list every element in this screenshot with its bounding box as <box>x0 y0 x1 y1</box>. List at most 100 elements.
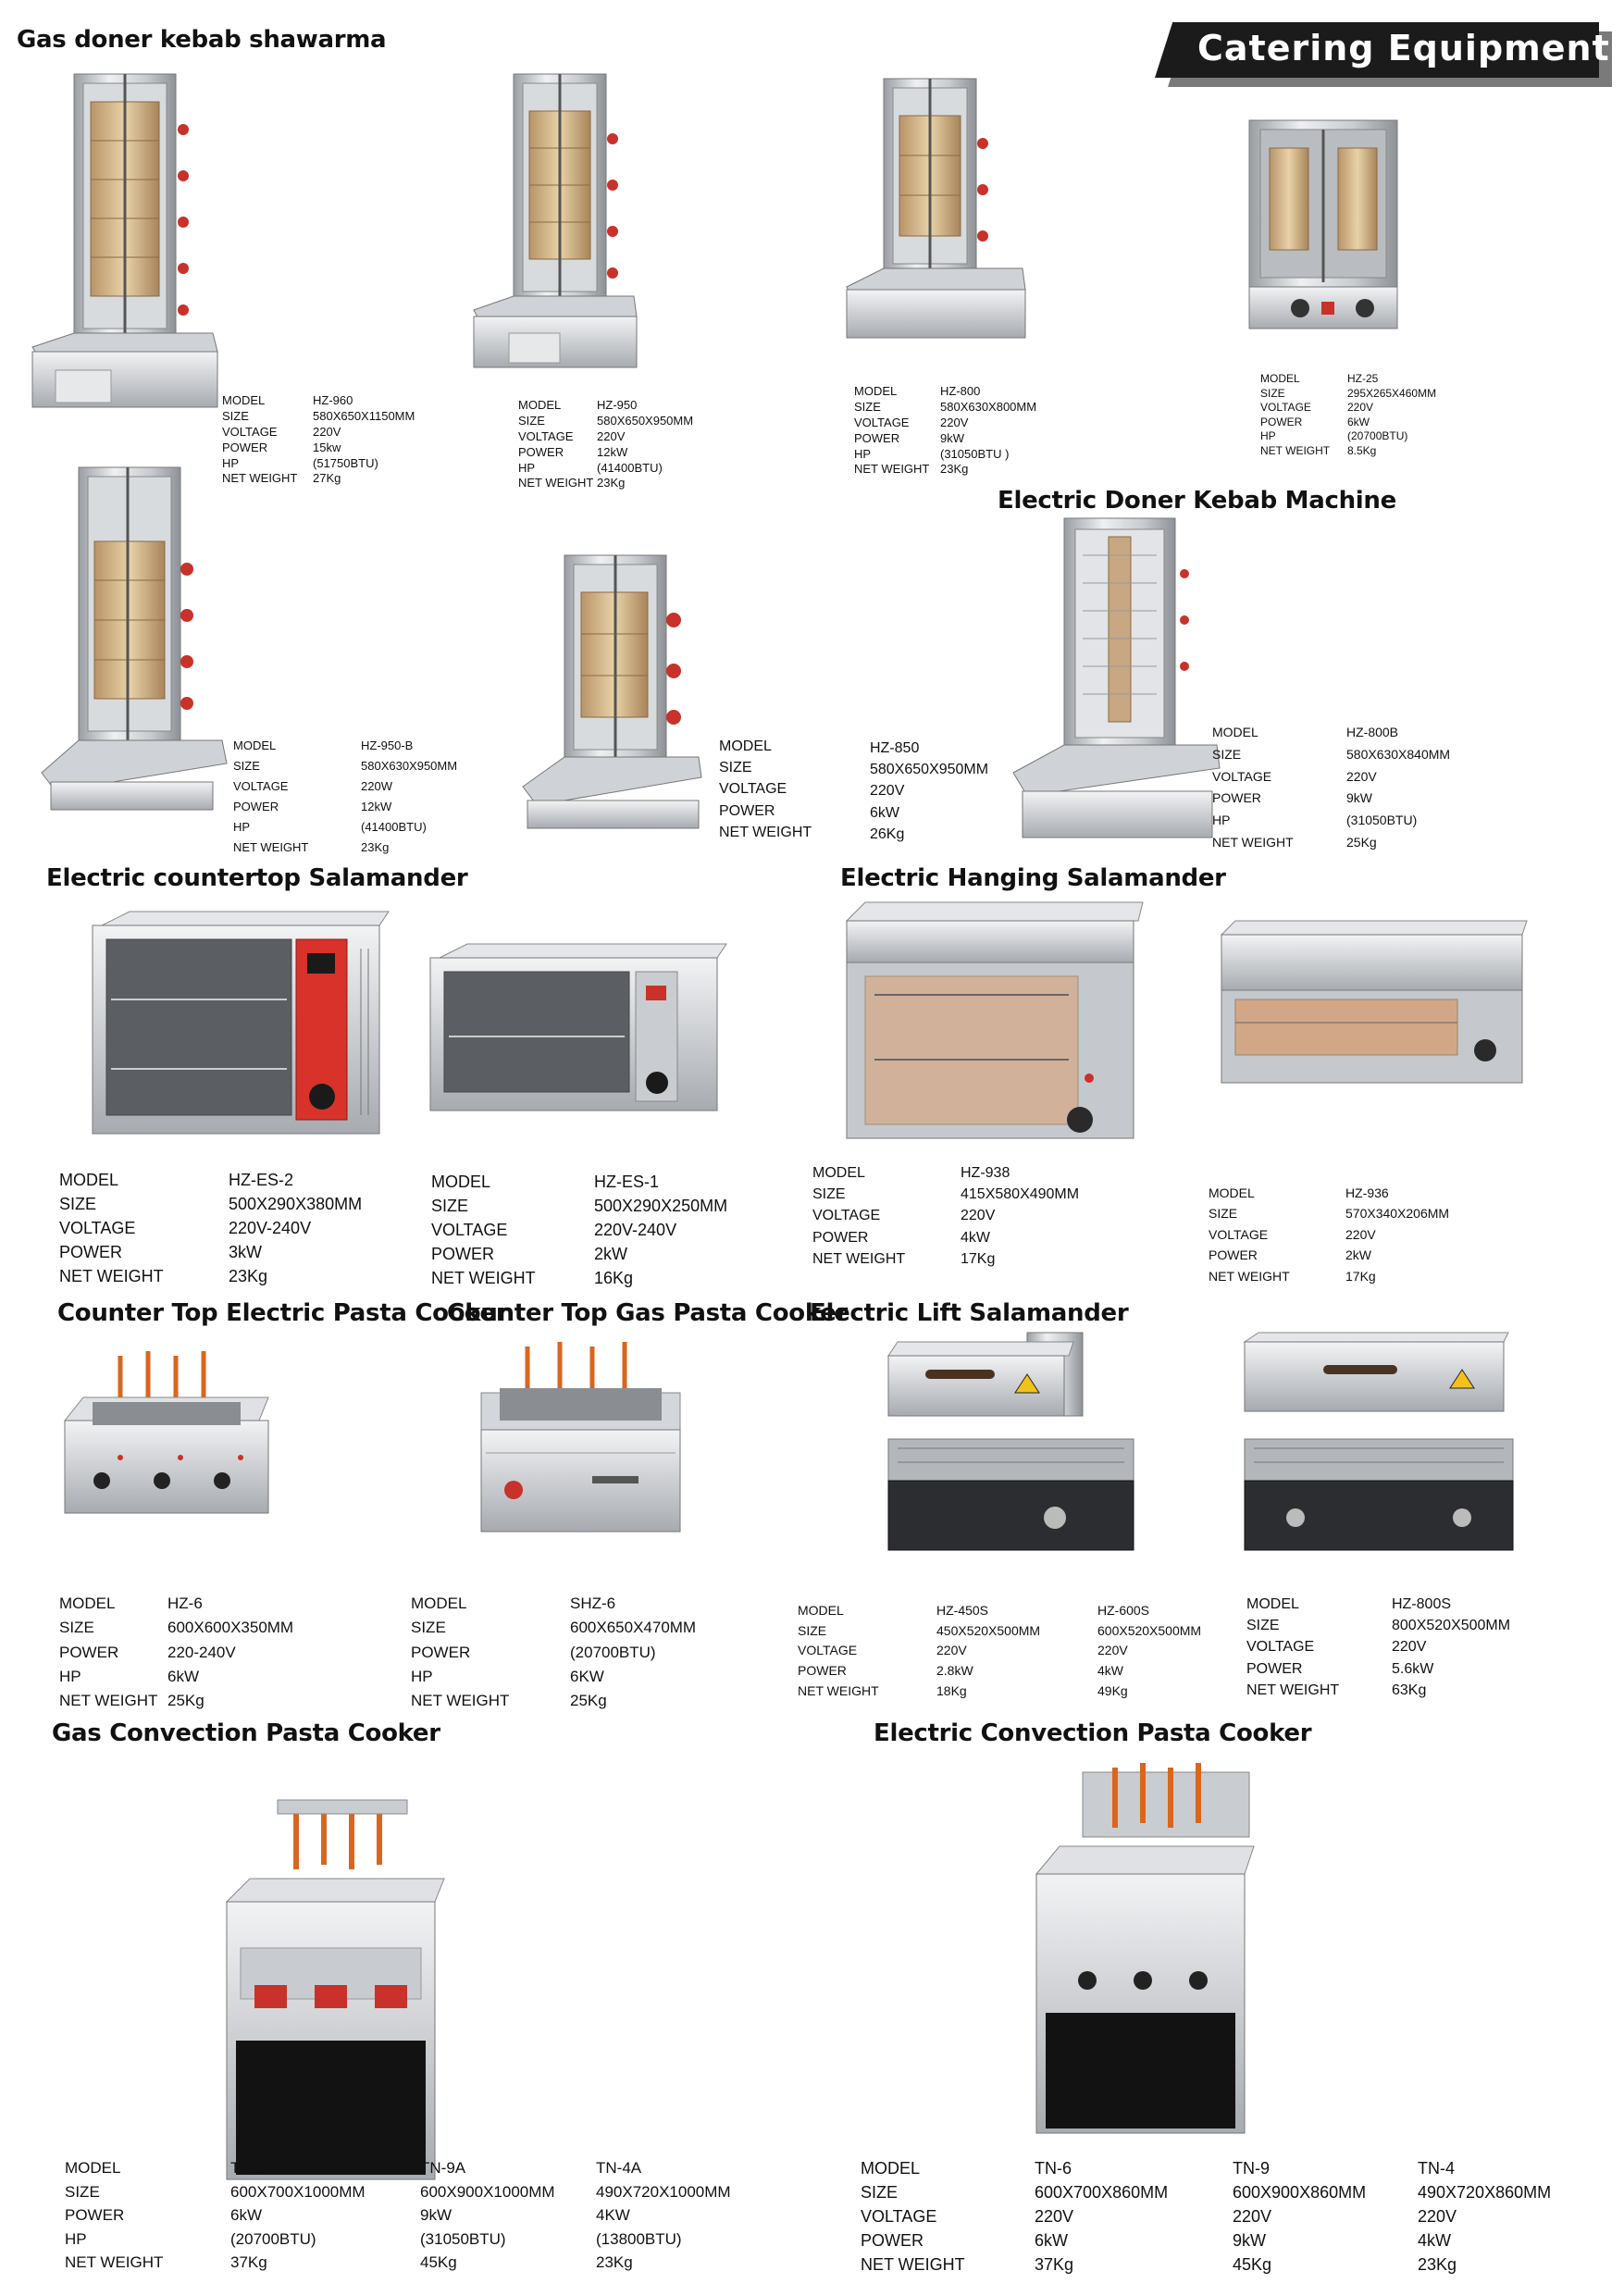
spec-label: SIZE <box>233 759 260 774</box>
spec-value: 9kW <box>1346 790 1372 806</box>
spec-label: NET WEIGHT <box>798 1682 879 1698</box>
spec-label: MODEL <box>411 1595 467 1612</box>
spec-value: 220V <box>961 1208 996 1224</box>
spec-value: 4kW <box>1097 1663 1123 1679</box>
spec-value: 23Kg <box>361 840 390 855</box>
section-title-gas-convection: Gas Convection Pasta Cooker <box>52 1719 440 1747</box>
spec-value: SHZ-6 <box>570 1595 616 1612</box>
spec-label: POWER <box>222 440 268 454</box>
spec-label: MODEL <box>812 1165 865 1181</box>
spec-value: 570X340X206MM <box>1345 1206 1450 1222</box>
spec-value: 600X700X1000MM <box>230 2182 366 2201</box>
spec-value: 27Kg <box>313 471 341 486</box>
spec-label: HP <box>65 2229 87 2248</box>
spec-value: 220V <box>1035 2207 1074 2227</box>
spec-value: 490X720X860MM <box>1418 2183 1552 2203</box>
spec-value: (31050BTU) <box>1346 813 1418 828</box>
spec-value: (31050BTU ) <box>940 446 1010 461</box>
hz-es-1-image <box>429 943 727 1111</box>
spec-value: TN-9 <box>1233 2159 1270 2178</box>
spec-label: SIZE <box>861 2183 899 2203</box>
spec-value: (41400BTU) <box>361 820 427 835</box>
spec-label: SIZE <box>812 1186 846 1203</box>
spec-label: POWER <box>411 1643 471 1661</box>
spec-label: HP <box>1212 813 1231 828</box>
spec-label: MODEL <box>65 2159 121 2177</box>
spec-value: 23Kg <box>229 1267 268 1286</box>
spec-label: VOLTAGE <box>1212 768 1272 784</box>
spec-label: MODEL <box>222 393 266 407</box>
spec-value: 220V <box>1346 768 1377 784</box>
section-title-gas-pasta: Counter Top Gas Pasta Cooker <box>447 1299 848 1327</box>
spec-value: 220V <box>1347 401 1374 415</box>
spec-label: NET WEIGHT <box>59 1692 158 1710</box>
spec-label: VOLTAGE <box>719 781 787 798</box>
spec-value: HZ-960 <box>313 393 353 407</box>
hz-850-gas-image <box>522 554 702 829</box>
section-title-electric-convection: Electric Convection Pasta Cooker <box>874 1719 1312 1747</box>
spec-value: 17Kg <box>1345 1268 1376 1284</box>
spec-value: 6kW <box>1035 2231 1068 2251</box>
section-title-hanging-salamander: Electric Hanging Salamander <box>840 864 1226 892</box>
spec-label: POWER <box>59 1243 123 1262</box>
hz-800-image <box>846 78 1026 339</box>
spec-label: POWER <box>65 2206 125 2224</box>
spec-label: SIZE <box>65 2182 100 2201</box>
spec-value: (51750BTU) <box>313 455 378 470</box>
spec-value: HZ-950-B <box>361 738 414 752</box>
page-title: Catering Equipment <box>1197 28 1610 68</box>
spec-label: MODEL <box>59 1595 116 1612</box>
spec-label: HP <box>222 455 240 470</box>
hz-450s-image <box>887 1332 1134 1551</box>
spec-value: 5.6kW <box>1392 1660 1434 1677</box>
spec-value: 49Kg <box>1097 1682 1128 1698</box>
spec-label: SIZE <box>59 1195 97 1214</box>
spec-label: SIZE <box>1246 1618 1280 1634</box>
spec-label: POWER <box>719 802 775 819</box>
spec-value: 15kw <box>313 440 341 454</box>
spec-value: 415X580X490MM <box>961 1186 1080 1203</box>
spec-label: POWER <box>431 1245 495 1264</box>
spec-label: SIZE <box>1260 386 1285 400</box>
spec-value: 6KW <box>570 1668 604 1686</box>
spec-value: HZ-25 <box>1347 372 1379 385</box>
spec-value: 220-240V <box>167 1643 236 1661</box>
spec-value: HZ-800S <box>1392 1596 1452 1612</box>
spec-value: 500X290X380MM <box>229 1195 363 1214</box>
spec-value: 2.8kW <box>936 1663 973 1679</box>
spec-value: 600X900X860MM <box>1233 2183 1367 2203</box>
spec-label: HP <box>1260 429 1276 443</box>
hz-950-b-image <box>41 466 228 811</box>
spec-label: NET WEIGHT <box>1212 834 1294 850</box>
hz-6-image <box>63 1351 269 1514</box>
spec-label: VOLTAGE <box>812 1208 881 1224</box>
spec-value: 23Kg <box>940 462 969 477</box>
spec-value: 580X630X800MM <box>940 399 1037 414</box>
spec-value: 23Kg <box>1418 2255 1457 2275</box>
hz-800s-image <box>1243 1332 1514 1551</box>
spec-label: VOLTAGE <box>431 1221 508 1240</box>
spec-value: HZ-938 <box>961 1165 1010 1181</box>
spec-label: SIZE <box>854 399 881 414</box>
spec-label: MODEL <box>719 738 772 754</box>
spec-value: 580X630X950MM <box>361 759 458 774</box>
spec-value: 2kW <box>594 1245 627 1264</box>
spec-value: 220V <box>870 783 905 800</box>
spec-value: 3kW <box>229 1243 262 1262</box>
spec-value: 600X700X860MM <box>1035 2183 1169 2203</box>
spec-label: VOLTAGE <box>1260 401 1311 415</box>
spec-value: 6kW <box>1347 415 1370 428</box>
hz-938-image <box>845 901 1144 1139</box>
spec-value: 220W <box>361 779 392 794</box>
spec-label: MODEL <box>431 1173 491 1191</box>
spec-value: 220V <box>1097 1643 1128 1658</box>
spec-value: 600X900X1000MM <box>420 2182 555 2201</box>
spec-value: 45Kg <box>420 2253 457 2271</box>
spec-label: SIZE <box>1209 1206 1238 1222</box>
spec-label: MODEL <box>59 1171 119 1189</box>
spec-label: MODEL <box>233 738 277 752</box>
spec-value: 17Kg <box>961 1250 996 1267</box>
spec-value: TN-4A <box>596 2159 642 2177</box>
